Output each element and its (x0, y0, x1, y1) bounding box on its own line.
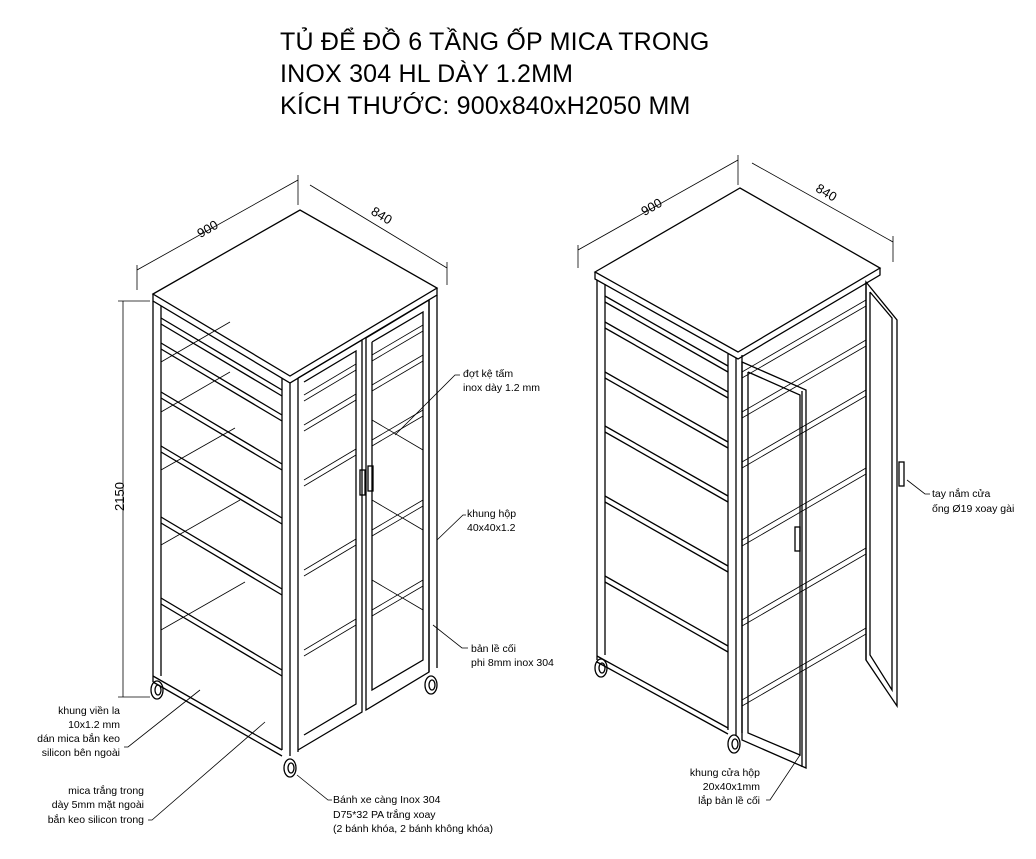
note-door-frame-1: khung cửa hộp (690, 767, 760, 779)
note-door-frame-2: 20x40x1mm (703, 781, 760, 793)
left-door-handle (359, 469, 366, 496)
right-side-shelves (596, 295, 867, 735)
note-shelf-1: đợt kệ tấm (463, 368, 513, 380)
note-wheel-1: Bánh xe càng Inox 304 (333, 794, 441, 806)
right-dimensions: 900 840 (577, 155, 894, 268)
title-line-2: INOX 304 HL DÀY 1.2MM (280, 60, 574, 88)
note-mica-3: bắn keo silicon trong (48, 813, 144, 826)
note-frame-1: khung hộp (467, 508, 516, 520)
note-shelf-2: inox dày 1.2 mm (463, 382, 540, 394)
note-border-4: silicon bên ngoài (42, 747, 120, 759)
right-wheels (594, 658, 741, 754)
note-hinge-1: bản lề cối (471, 643, 516, 655)
dim-depth-840: 840 (369, 203, 395, 227)
right-cabinet: 900 840 tay nắm cửa ống Ø19 xoay gài khu… (577, 155, 1014, 807)
dim-height-2150: 2150 (112, 482, 127, 511)
caster-wheels (150, 675, 438, 778)
left-side-shelves (152, 317, 283, 757)
note-border-1: khung viền la (58, 705, 120, 717)
left-cabinet-top (151, 209, 439, 377)
left-dimensions: 900 840 2150 (112, 175, 448, 698)
note-handle-2: ống Ø19 xoay gài (932, 503, 1014, 515)
note-border-3: dán mica bắn keo (37, 732, 120, 745)
note-handle-1: tay nắm cửa (932, 487, 991, 500)
note-frame-2: 40x40x1.2 (467, 522, 516, 534)
right-door-handle (367, 465, 374, 492)
note-border-2: 10x1.2 mm (68, 719, 120, 731)
right-dim-depth-840: 840 (813, 180, 839, 204)
open-door-front (741, 361, 807, 769)
note-hinge-2: phi 8mm inox 304 (471, 657, 554, 669)
open-door-side (865, 280, 905, 709)
title-line-3: KÍCH THƯỚC: 900x840xH2050 MM (280, 92, 691, 120)
note-mica-2: dày 5mm mặt ngoài (52, 799, 144, 811)
right-leaders (766, 479, 930, 801)
side-door-handle (898, 461, 905, 487)
right-dim-width-900: 900 (638, 195, 664, 219)
note-wheel-2: D75*32 PA trắng xoay (333, 808, 436, 821)
note-door-frame-3: lắp bản lề cối (698, 794, 760, 807)
left-cabinet-doors (297, 298, 430, 751)
open-door-handle (794, 526, 801, 552)
title-line-1: TỦ ĐỂ ĐỒ 6 TẦNG ỐP MICA TRONG (280, 28, 710, 56)
left-cabinet: 900 840 2150 đợt kệ tấm inox dày 1.2 mm … (37, 175, 554, 835)
note-mica-1: mica trắng trong (68, 784, 144, 797)
dim-width-900: 900 (194, 217, 220, 241)
left-leaders (124, 374, 468, 821)
right-cabinet-top (593, 187, 882, 353)
note-wheel-3: (2 bánh khóa, 2 bánh không khóa) (333, 823, 493, 835)
